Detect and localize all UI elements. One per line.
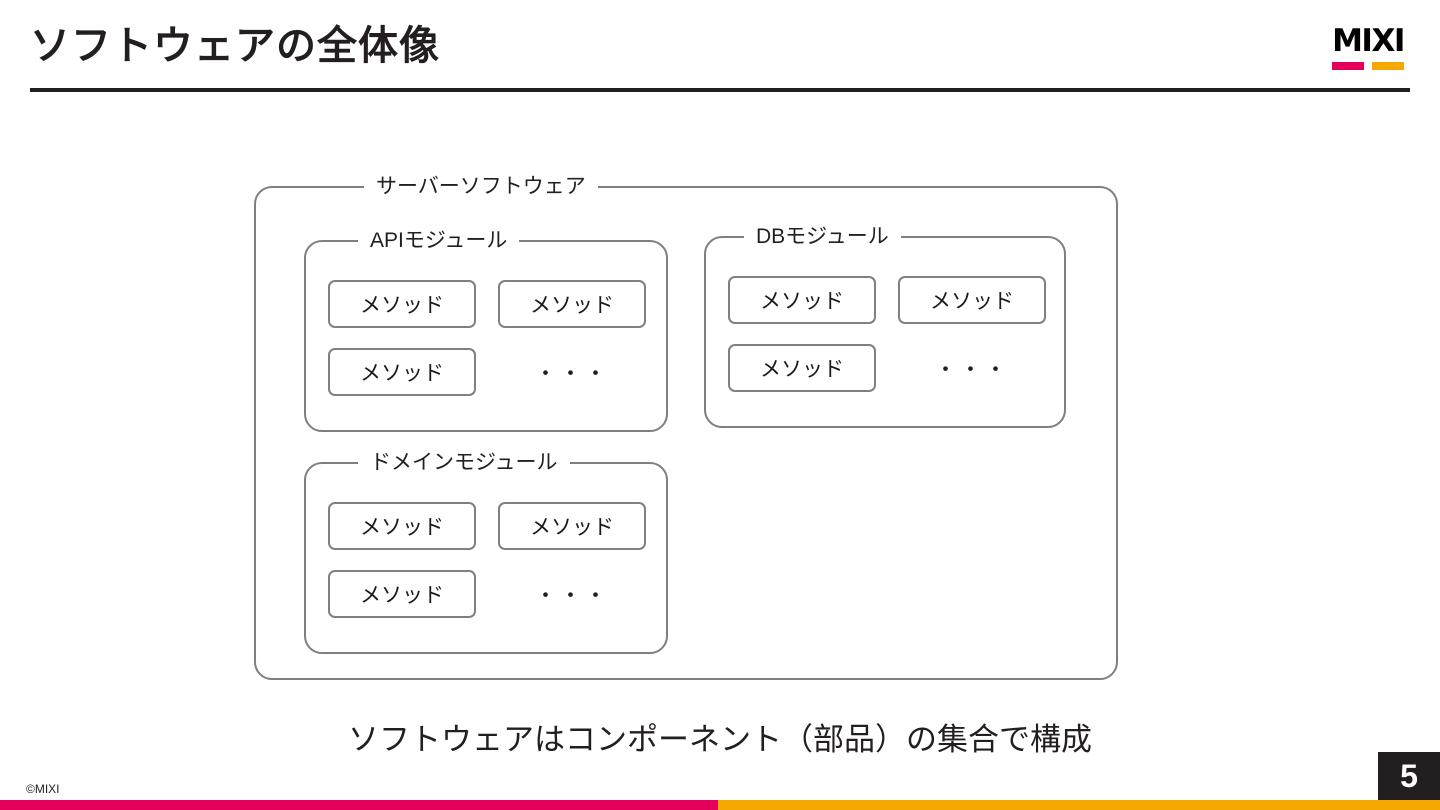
group-box-api-module: APIモジュール メソッド メソッド メソッド ・・・ <box>304 226 668 432</box>
method-box[interactable]: メソッド <box>728 344 876 392</box>
slide-caption: ソフトウェアはコンポーネント（部品）の集合で構成 <box>348 722 1092 757</box>
footer-bar-orange <box>718 800 1440 810</box>
group-label-domain-module: ドメインモジュール <box>358 448 570 478</box>
group-box-domain-module: ドメインモジュール メソッド メソッド メソッド ・・・ <box>304 448 668 654</box>
mixi-logo: MIXI <box>1322 26 1414 74</box>
method-ellipsis: ・・・ <box>534 361 610 386</box>
method-box[interactable]: メソッド <box>328 570 476 618</box>
page-number-badge: 5 <box>1378 752 1440 800</box>
group-box-server-software: サーバーソフトウェア <box>254 172 1118 680</box>
method-box[interactable]: メソッド <box>898 276 1046 324</box>
software-architecture-diagram: サーバーソフトウェア APIモジュール メソッド メソッド メソッド ・・・ D… <box>254 172 1118 680</box>
method-box[interactable]: メソッド <box>498 502 646 550</box>
method-ellipsis: ・・・ <box>534 583 610 608</box>
method-grid-domain: メソッド メソッド メソッド ・・・ <box>328 502 648 618</box>
logo-bar-orange <box>1372 62 1404 70</box>
method-box[interactable]: メソッド <box>328 280 476 328</box>
group-box-db-module: DBモジュール メソッド メソッド メソッド ・・・ <box>704 222 1066 428</box>
footer-bar-pink <box>0 800 718 810</box>
method-ellipsis: ・・・ <box>934 357 1010 382</box>
group-label-server-software: サーバーソフトウェア <box>364 172 598 202</box>
method-box[interactable]: メソッド <box>328 502 476 550</box>
logo-bar-pink <box>1332 62 1364 70</box>
method-grid-api: メソッド メソッド メソッド ・・・ <box>328 280 648 396</box>
title-underline-divider <box>30 88 1410 92</box>
method-grid-db: メソッド メソッド メソッド ・・・ <box>728 276 1046 392</box>
method-box[interactable]: メソッド <box>328 348 476 396</box>
group-label-db-module: DBモジュール <box>744 222 901 252</box>
method-box[interactable]: メソッド <box>728 276 876 324</box>
group-label-api-module: APIモジュール <box>358 226 520 256</box>
mixi-wordmark: MIXI <box>1332 23 1405 59</box>
page-title: ソフトウェアの全体像 <box>30 24 440 68</box>
copyright-text: ©MIXI <box>26 782 60 796</box>
method-box[interactable]: メソッド <box>498 280 646 328</box>
logo-accent-bars <box>1322 62 1414 70</box>
